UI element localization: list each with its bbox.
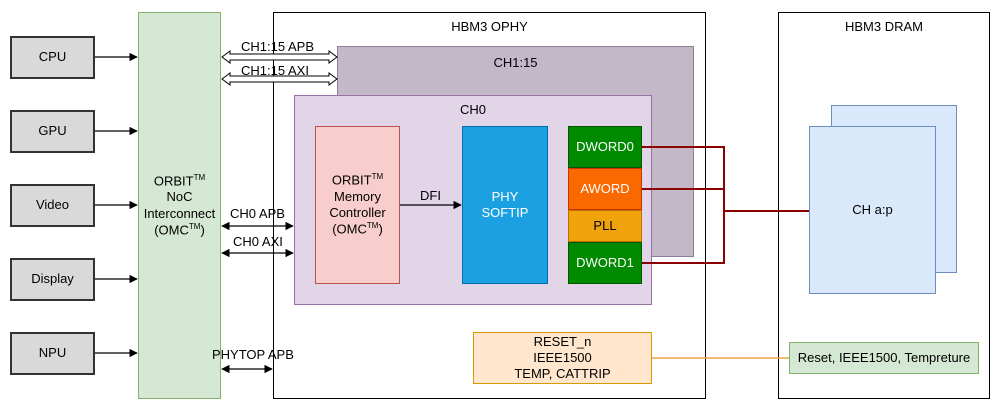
- hbm3-ophy-title: HBM3 OPHY: [451, 19, 528, 34]
- reset-ieee1500-block: RESET_n IEEE1500 TEMP, CATTRIP: [473, 332, 652, 384]
- aword-block: AWORD: [568, 168, 642, 210]
- ch1-15-apb-label: CH1:15 APB: [241, 39, 314, 54]
- dword0-wire: [642, 146, 725, 211]
- hbm3-dram-frame: HBM3 DRAM: [778, 12, 990, 399]
- cpu-block: CPU: [10, 36, 95, 79]
- video-block: Video: [10, 184, 95, 227]
- ch1-15-title: CH1:15: [493, 55, 538, 70]
- pll-block: PLL: [568, 210, 642, 242]
- display-block: Display: [10, 258, 95, 301]
- dword1-block: DWORD1: [568, 242, 642, 284]
- hbm3-ophy-frame: HBM3 OPHY: [273, 12, 706, 399]
- dword0-block: DWORD0: [568, 126, 642, 168]
- phy-softip-block: PHY SOFTIP: [462, 126, 548, 284]
- dfi-label: DFI: [420, 188, 441, 203]
- ch1-15-axi-arrow: [221, 72, 338, 86]
- orbit-memory-controller: ORBITTM Memory Controller (OMCTM): [315, 126, 400, 284]
- phytop-apb-label: PHYTOP APB: [212, 347, 294, 362]
- gpu-block: GPU: [10, 110, 95, 153]
- ch0-axi-label: CH0 AXI: [233, 234, 283, 249]
- npu-block: NPU: [10, 332, 95, 375]
- dram-channel-ch-a-p: CH a:p: [809, 126, 936, 294]
- ch0-title: CH0: [459, 102, 486, 117]
- ch1-15-axi-label: CH1:15 AXI: [241, 63, 309, 78]
- dram-reset-ieee1500-tempreture: Reset, IEEE1500, Tempreture: [789, 342, 979, 374]
- dword1-wire: [642, 211, 725, 264]
- ch0-apb-label: CH0 APB: [230, 206, 285, 221]
- ch1-15-apb-arrow: [221, 50, 338, 64]
- orbit-noc-interconnect: ORBITTM NoC Interconnect (OMCTM): [138, 12, 221, 399]
- hbm3-dram-title: HBM3 DRAM: [844, 19, 923, 34]
